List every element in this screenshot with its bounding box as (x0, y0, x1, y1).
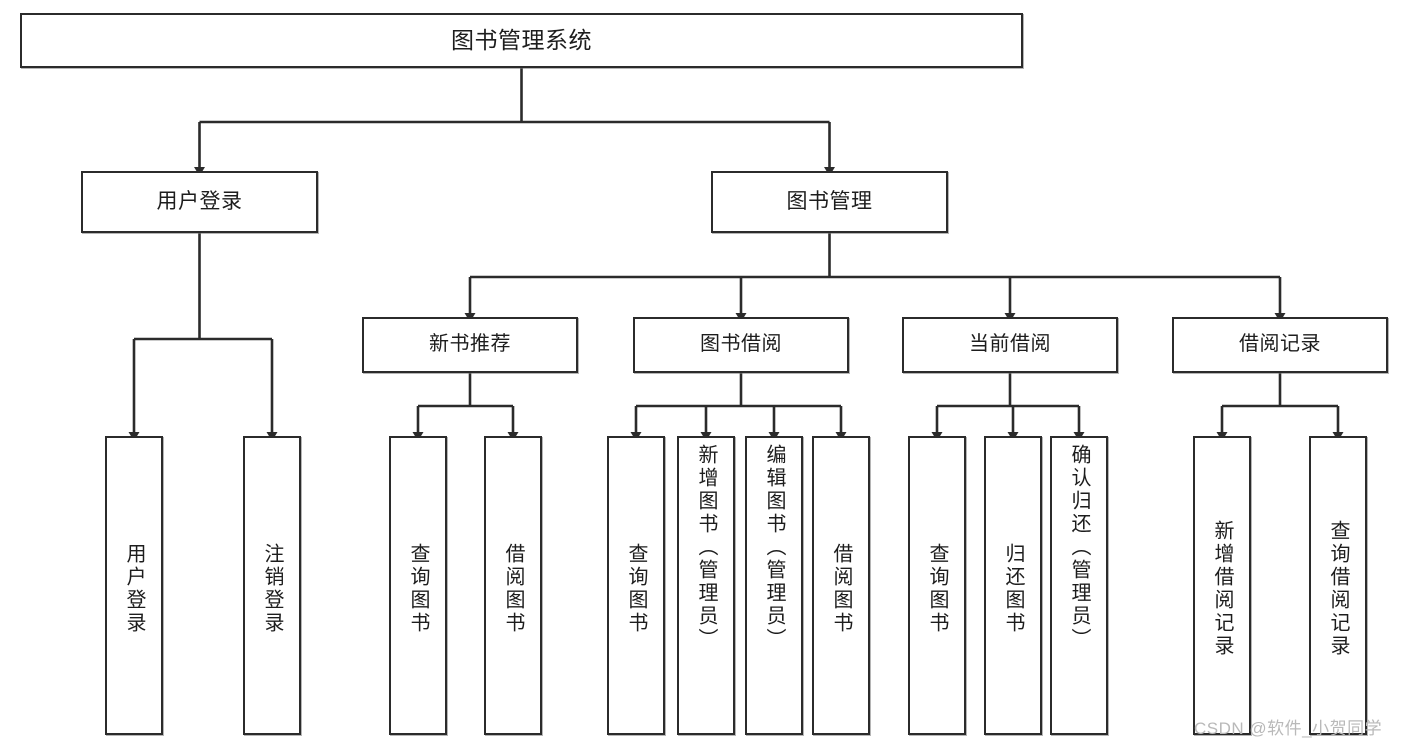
node-leaf-query-book-rec[interactable]: 查询图书 (389, 436, 447, 735)
node-label-leaf-return-book: 归还图书 (1002, 542, 1024, 635)
node-label-current-borrow: 当前借阅 (969, 333, 1051, 356)
node-book-borrow[interactable]: 图书借阅 (633, 317, 849, 373)
node-leaf-user-login[interactable]: 用户登录 (105, 436, 163, 735)
node-label-leaf-logout: 注销登录 (261, 542, 283, 635)
node-label-leaf-edit-book: 编辑图书（管理员） (763, 444, 785, 651)
node-label-borrow-records: 借阅记录 (1239, 333, 1321, 356)
node-leaf-logout[interactable]: 注销登录 (243, 436, 301, 735)
node-label-leaf-confirm-return: 确认归还（管理员） (1068, 444, 1090, 651)
node-label-leaf-user-login: 用户登录 (123, 542, 145, 635)
node-current-borrow[interactable]: 当前借阅 (902, 317, 1118, 373)
node-label-leaf-borrow-book: 借阅图书 (830, 542, 852, 635)
node-borrow-records[interactable]: 借阅记录 (1172, 317, 1388, 373)
node-leaf-edit-book[interactable]: 编辑图书（管理员） (745, 436, 803, 735)
csdn-watermark: CSDN @软件_小贺同学 (1194, 719, 1383, 738)
node-new-book-rec[interactable]: 新书推荐 (362, 317, 578, 373)
node-leaf-add-book[interactable]: 新增图书（管理员） (677, 436, 735, 735)
node-label-new-book-rec: 新书推荐 (429, 333, 511, 356)
node-leaf-return-book[interactable]: 归还图书 (984, 436, 1042, 735)
node-label-leaf-add-record: 新增借阅记录 (1211, 519, 1233, 658)
node-leaf-add-record[interactable]: 新增借阅记录 (1193, 436, 1251, 735)
node-leaf-borrow-book[interactable]: 借阅图书 (812, 436, 870, 735)
node-leaf-query-book-current[interactable]: 查询图书 (908, 436, 966, 735)
node-label-leaf-query-book-current: 查询图书 (926, 542, 948, 635)
node-label-root: 图书管理系统 (451, 26, 592, 53)
node-leaf-query-record[interactable]: 查询借阅记录 (1309, 436, 1367, 735)
node-label-leaf-add-book: 新增图书（管理员） (695, 444, 717, 651)
node-leaf-query-book-borrow[interactable]: 查询图书 (607, 436, 665, 735)
node-root[interactable]: 图书管理系统 (20, 13, 1023, 68)
node-label-book-management: 图书管理 (786, 189, 873, 213)
node-label-book-borrow: 图书借阅 (700, 333, 782, 356)
node-leaf-confirm-return[interactable]: 确认归还（管理员） (1050, 436, 1108, 735)
node-label-leaf-query-record: 查询借阅记录 (1327, 519, 1349, 658)
node-label-leaf-borrow-book-rec: 借阅图书 (502, 542, 524, 635)
node-label-user-login: 用户登录 (156, 189, 243, 213)
edge-group (128, 68, 1344, 441)
node-book-management[interactable]: 图书管理 (711, 171, 948, 233)
node-user-login[interactable]: 用户登录 (81, 171, 318, 233)
node-leaf-borrow-book-rec[interactable]: 借阅图书 (484, 436, 542, 735)
node-label-leaf-query-book-borrow: 查询图书 (625, 542, 647, 635)
node-label-leaf-query-book-rec: 查询图书 (407, 542, 429, 635)
